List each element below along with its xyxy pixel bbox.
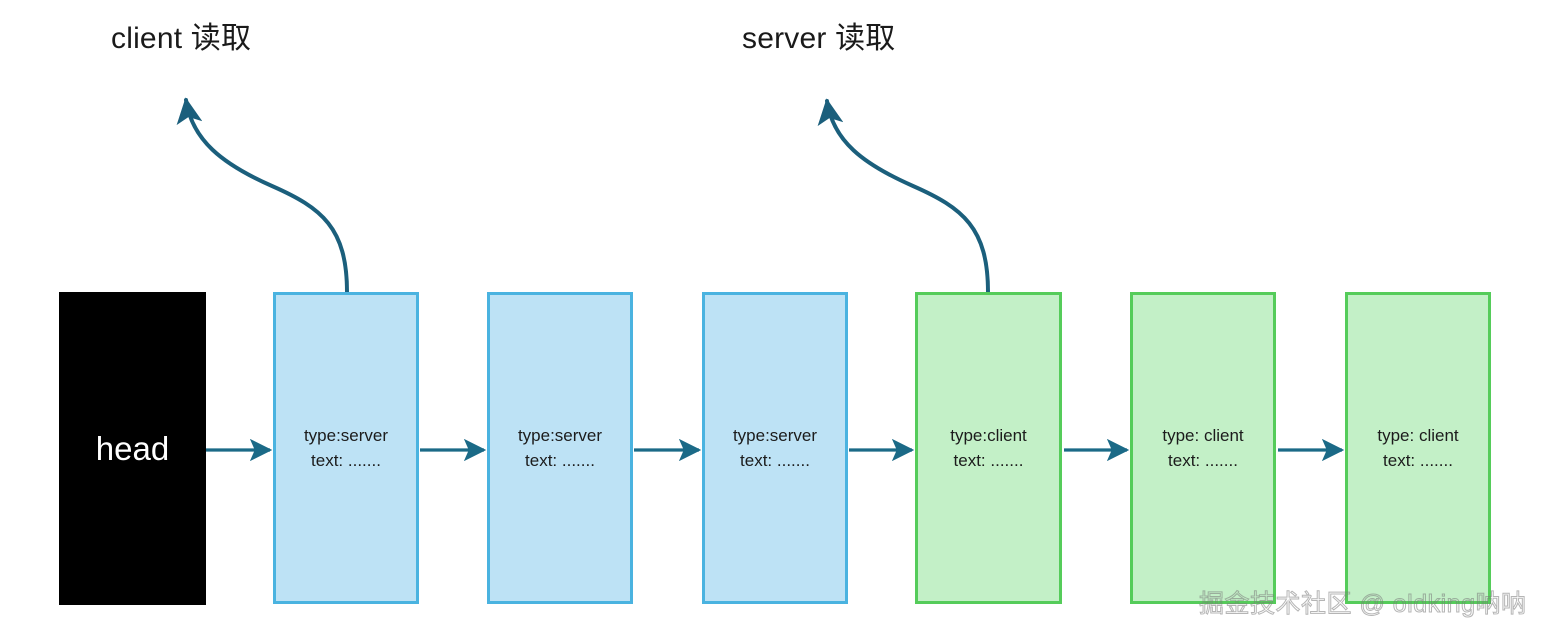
watermark-text: 掘金技术社区 @ oldking呐呐: [1199, 590, 1527, 618]
node-2-type: type:server: [517, 425, 603, 445]
list-node-6[interactable]: type: client text: .......: [1345, 292, 1491, 604]
node-5-text: text: .......: [1168, 451, 1238, 470]
node-3-type: type:server: [732, 425, 818, 445]
list-node-3[interactable]: type:server text: .......: [702, 292, 848, 604]
pointer-curve-client-read: [176, 97, 349, 294]
annotation-label-server-read: server 读取: [742, 22, 896, 55]
node-head-label: head: [95, 430, 170, 467]
list-node-5[interactable]: type: client text: .......: [1130, 292, 1276, 604]
annotation-label-client-read: client 读取: [111, 22, 252, 55]
list-node-4[interactable]: type:client text: .......: [915, 292, 1062, 604]
node-4-text: text: .......: [953, 451, 1024, 470]
node-1-text: text: .......: [311, 451, 381, 470]
node-6-type: type: client: [1377, 425, 1459, 445]
node-3-text: text: .......: [740, 451, 810, 470]
pointer-curve-server-read: [817, 98, 990, 294]
list-node-head[interactable]: head: [59, 292, 206, 605]
node-5-type: type: client: [1162, 425, 1244, 445]
node-6-text: text: .......: [1383, 451, 1453, 470]
node-1-type: type:server: [303, 425, 389, 445]
list-node-2[interactable]: type:server text: .......: [487, 292, 633, 604]
list-node-1[interactable]: type:server text: .......: [273, 292, 419, 604]
node-2-text: text: .......: [525, 451, 595, 470]
node-4-type: type:client: [950, 425, 1027, 445]
